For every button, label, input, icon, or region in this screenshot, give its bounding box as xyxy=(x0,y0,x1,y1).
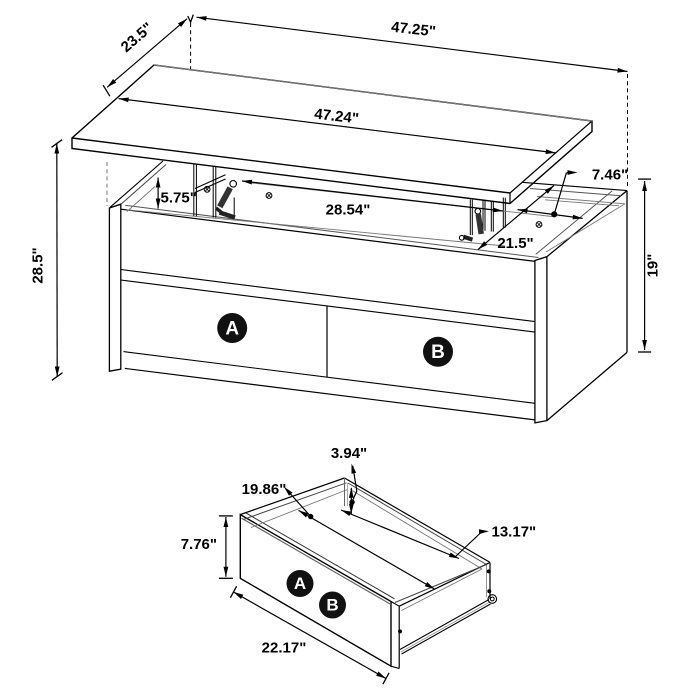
svg-text:19": 19" xyxy=(645,254,662,278)
svg-text:7.76": 7.76" xyxy=(181,536,217,553)
svg-text:B: B xyxy=(431,342,445,363)
svg-text:19.86": 19.86" xyxy=(242,481,287,498)
svg-text:22.17": 22.17" xyxy=(262,640,307,657)
svg-text:A: A xyxy=(225,318,239,339)
svg-text:A: A xyxy=(294,574,306,593)
svg-text:7.46": 7.46" xyxy=(592,167,628,184)
svg-text:13.17": 13.17" xyxy=(492,524,537,541)
svg-text:47.24": 47.24" xyxy=(313,106,359,128)
svg-text:5.75": 5.75" xyxy=(161,190,197,207)
svg-text:B: B xyxy=(326,596,338,615)
svg-text:47.25": 47.25" xyxy=(390,19,436,41)
svg-text:28.54": 28.54" xyxy=(326,202,371,219)
svg-text:28.5": 28.5" xyxy=(30,247,47,283)
svg-text:3.94": 3.94" xyxy=(331,445,367,462)
svg-text:21.5": 21.5" xyxy=(497,235,533,252)
